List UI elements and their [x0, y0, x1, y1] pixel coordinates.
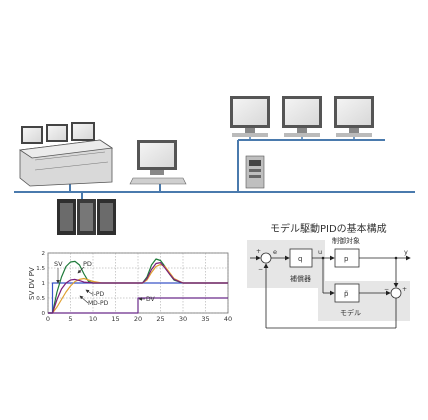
response-chart: 0 5 10 15 20 25 30 35 40 0 0.5 1 1.5 2 SV DV PV SV P… — [28, 251, 232, 323]
x-tick-label: 35 — [201, 315, 209, 323]
x-tick-label: 0 — [46, 315, 50, 323]
y-tick-label: 1 — [42, 281, 46, 287]
x-tick-label: 10 — [89, 315, 97, 323]
plant-header: 制御対象 — [332, 236, 360, 245]
right-monitor-3 — [334, 96, 374, 140]
annotation-dv: DV — [146, 296, 156, 303]
network-illustration — [14, 96, 415, 235]
model-block-label: p̃ — [344, 290, 349, 298]
annotation-sv: SV — [54, 260, 63, 268]
model-label: モデル — [340, 308, 361, 317]
chart-x-ticks: 0 5 10 15 20 25 30 35 40 — [46, 315, 232, 323]
series-line-dv — [48, 297, 228, 314]
x-tick-label: 30 — [179, 315, 187, 323]
e-label: e — [273, 248, 277, 256]
plant-block-label: p — [344, 255, 349, 263]
pid-block-diagram: モデル駆動PIDの基本構成 + − e q 補償器 u 制御対象 p y p̃ — [247, 222, 411, 329]
chart-ylabel: SV DV PV — [28, 267, 36, 300]
pid-title: モデル駆動PIDの基本構成 — [270, 222, 387, 235]
right-monitor-2 — [282, 96, 322, 140]
sum-junction-2 — [390, 287, 402, 299]
x-tick-label: 25 — [156, 315, 164, 323]
middle-pc — [129, 140, 187, 185]
sum2-plus: + — [402, 286, 407, 293]
series-line-md-pd — [48, 262, 228, 314]
y-tick-label: 2 — [42, 251, 46, 257]
x-tick-label: 20 — [134, 315, 142, 323]
right-monitor-1 — [230, 96, 270, 140]
y-tick-label: 0.5 — [36, 296, 45, 302]
x-tick-label: 5 — [68, 315, 72, 323]
x-tick-label: 15 — [111, 315, 119, 323]
operator-console — [18, 122, 114, 187]
sum-junction-1 — [260, 252, 272, 264]
controller-unit — [245, 155, 265, 189]
chart-y-ticks: 0 0.5 1 1.5 2 — [36, 251, 45, 317]
annotation-ipd: I-PD — [92, 291, 105, 298]
compensator-block-label: q — [298, 255, 302, 263]
chart-series — [48, 258, 228, 314]
server-cabinets — [57, 199, 116, 235]
x-tick-label: 40 — [224, 315, 232, 323]
u-label: u — [318, 248, 322, 256]
annotation-mdpd-arrow — [79, 295, 89, 304]
sum1-plus: + — [256, 248, 261, 255]
sum2-minus: − — [384, 286, 389, 293]
annotation-mdpd: MD-PD — [88, 300, 109, 307]
annotation-pd: PD — [83, 260, 92, 268]
sum1-minus: − — [258, 266, 263, 273]
annotation-pd-arrow — [77, 266, 85, 274]
y-label: y — [404, 248, 408, 256]
y-tick-label: 1.5 — [36, 266, 45, 272]
y-tick-label: 0 — [42, 311, 46, 317]
compensator-label: 補償器 — [290, 274, 311, 283]
annotation-ipd-arrow — [85, 289, 93, 295]
